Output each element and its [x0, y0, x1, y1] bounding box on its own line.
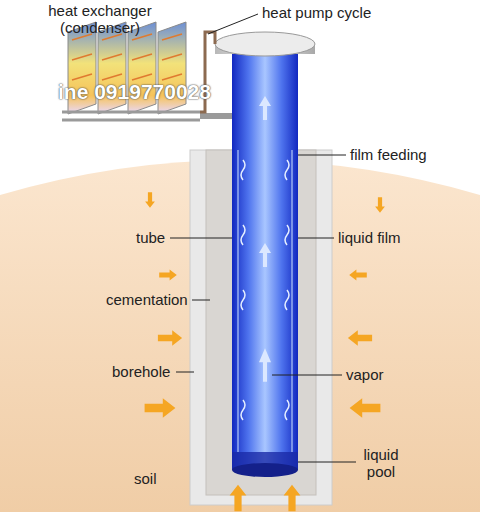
- heat-arrow: [349, 269, 367, 280]
- heat-arrow: [375, 197, 385, 212]
- vapor-arrows: [259, 96, 271, 382]
- heat-arrow: [159, 269, 177, 280]
- condenser: [62, 22, 200, 120]
- condenser-frame: [62, 111, 200, 114]
- vapor-arrow: [259, 348, 271, 382]
- heat-arrow: [350, 398, 381, 418]
- film-arrow: [285, 225, 289, 245]
- leader-line: [298, 155, 346, 156]
- heat-arrow: [348, 330, 372, 345]
- part-label: soil: [134, 470, 157, 487]
- condenser-pipe: [200, 113, 232, 119]
- vapor-arrow: [259, 243, 271, 267]
- part-label: vapor: [346, 366, 384, 383]
- heat-arrow: [158, 330, 182, 345]
- film-arrow: [241, 160, 245, 180]
- liquid-film-line: [237, 150, 239, 452]
- condenser-coil: [72, 34, 182, 80]
- part-label: borehole: [112, 363, 170, 380]
- leader-line: [192, 300, 210, 301]
- tube-cap: [215, 32, 315, 56]
- leader-line: [170, 238, 232, 239]
- film-arrow: [285, 160, 289, 180]
- leader-line: [298, 462, 356, 463]
- film-arrow: [241, 400, 245, 420]
- leader-line: [176, 372, 194, 373]
- part-label: tube: [136, 229, 165, 246]
- part-label: heat pump cycle: [262, 4, 371, 21]
- heat-arrow: [145, 192, 155, 207]
- part-label: liquid film: [338, 229, 401, 246]
- film-arrows: [241, 160, 289, 420]
- vapor-arrow: [259, 96, 271, 120]
- part-label: heat exchanger (condenser): [40, 2, 160, 36]
- part-label: liquid pool: [358, 446, 404, 480]
- heat-arrow: [230, 485, 247, 511]
- tube-bottom: [232, 463, 298, 477]
- liquid-film-line: [291, 150, 293, 452]
- film-arrow: [241, 225, 245, 245]
- watermark: ine 0919770028: [58, 80, 211, 104]
- heat-arrow: [284, 485, 301, 511]
- film-arrow: [285, 290, 289, 310]
- heat-arrow: [145, 398, 176, 418]
- condenser-frame: [62, 119, 200, 122]
- leader-line: [298, 238, 334, 239]
- leader-line: [272, 375, 342, 376]
- part-label: cementation: [106, 291, 188, 308]
- leader-line: [208, 14, 258, 34]
- part-label: film feeding: [350, 146, 427, 163]
- tube-body: [232, 50, 298, 470]
- film-arrow: [241, 290, 245, 310]
- film-arrow: [285, 400, 289, 420]
